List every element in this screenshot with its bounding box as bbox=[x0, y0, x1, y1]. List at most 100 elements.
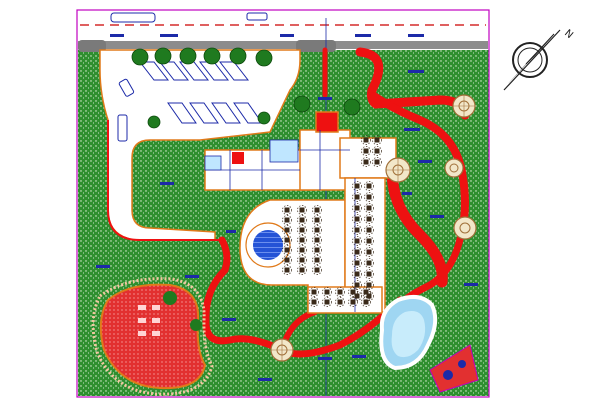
chair-ring bbox=[309, 297, 319, 307]
chair-ring bbox=[364, 214, 374, 224]
path-east-arc bbox=[370, 92, 469, 234]
annotation-labels bbox=[96, 34, 478, 381]
chair-ring bbox=[322, 297, 332, 307]
table-seating-icon bbox=[284, 247, 290, 253]
table-seating-icon bbox=[374, 137, 380, 143]
bus-symbol bbox=[110, 12, 156, 23]
chair-ring bbox=[372, 135, 382, 145]
chair-ring bbox=[361, 157, 371, 167]
table-seating-icon bbox=[337, 289, 343, 295]
table-seating-icon bbox=[366, 227, 372, 233]
chair-ring bbox=[352, 291, 362, 301]
access-road-border bbox=[107, 120, 220, 241]
table-seating-icon bbox=[366, 249, 372, 255]
chair-ring bbox=[352, 269, 362, 279]
plaza-seating bbox=[138, 305, 160, 336]
plaza-planter bbox=[190, 319, 202, 331]
table-seating-icon bbox=[363, 137, 369, 143]
chair-ring bbox=[364, 291, 374, 301]
chair-ring bbox=[352, 181, 362, 191]
table-seating-icon bbox=[354, 282, 360, 288]
chair-ring bbox=[312, 265, 322, 275]
tree-icon bbox=[255, 49, 273, 67]
chair-ring bbox=[364, 280, 374, 290]
north-label: N bbox=[562, 28, 575, 41]
table-seating-icon bbox=[366, 205, 372, 211]
chair-ring bbox=[312, 225, 322, 235]
table-seating-icon bbox=[350, 299, 356, 305]
table-seating-icon bbox=[284, 267, 290, 273]
chair-ring bbox=[282, 225, 292, 235]
table-seating-icon bbox=[354, 293, 360, 299]
kiosk-icon bbox=[444, 158, 464, 178]
table-seating-icon bbox=[314, 217, 320, 223]
table-seating-icon bbox=[299, 237, 305, 243]
plaza-planter bbox=[163, 291, 177, 305]
parking-bay-icon bbox=[117, 114, 128, 142]
service-block bbox=[232, 152, 244, 164]
chair-ring bbox=[352, 203, 362, 213]
restaurant-seating bbox=[282, 135, 382, 307]
chair-ring bbox=[361, 135, 371, 145]
oval-plaza-rim bbox=[91, 277, 214, 396]
table-seating-icon bbox=[311, 289, 317, 295]
street-trees bbox=[131, 47, 361, 129]
parking-bay-icon bbox=[167, 102, 197, 124]
table-seating-icon bbox=[366, 216, 372, 222]
table-seating-icon bbox=[337, 299, 343, 305]
table-seating-icon bbox=[366, 282, 372, 288]
chair-ring bbox=[352, 236, 362, 246]
kiosk-icon bbox=[385, 157, 411, 183]
tree-icon bbox=[203, 47, 221, 65]
chair-ring bbox=[297, 215, 307, 225]
table-seating-icon bbox=[314, 227, 320, 233]
table-seating-icon bbox=[354, 194, 360, 200]
chair-ring bbox=[364, 258, 374, 268]
table-seating-icon bbox=[152, 318, 160, 323]
table-seating-icon bbox=[138, 318, 146, 323]
chair-ring bbox=[322, 287, 332, 297]
path-central-loop bbox=[386, 164, 448, 288]
table-seating-icon bbox=[299, 267, 305, 273]
chair-ring bbox=[282, 265, 292, 275]
table-seating-icon bbox=[284, 207, 290, 213]
table-seating-icon bbox=[366, 293, 372, 299]
tree-icon bbox=[229, 47, 247, 65]
chair-ring bbox=[282, 255, 292, 265]
chair-ring bbox=[364, 269, 374, 279]
chair-ring bbox=[352, 214, 362, 224]
north-entrance bbox=[315, 111, 339, 133]
parking-bays bbox=[117, 61, 263, 142]
chair-ring bbox=[361, 297, 371, 307]
table-seating-icon bbox=[311, 299, 317, 305]
table-seating-icon bbox=[354, 238, 360, 244]
tree-icon bbox=[257, 111, 271, 125]
chair-ring bbox=[361, 287, 371, 297]
chair-ring bbox=[352, 225, 362, 235]
lobby-block bbox=[204, 155, 222, 171]
parking-bay-icon bbox=[211, 102, 241, 124]
tree-icon bbox=[179, 47, 197, 65]
oval-plaza bbox=[99, 283, 207, 390]
chair-ring bbox=[348, 287, 358, 297]
table-seating-icon bbox=[363, 148, 369, 154]
terrace-south bbox=[307, 286, 383, 314]
table-seating-icon bbox=[299, 247, 305, 253]
table-seating-icon bbox=[299, 227, 305, 233]
chair-ring bbox=[364, 247, 374, 257]
chair-ring bbox=[348, 297, 358, 307]
car-symbol bbox=[246, 12, 268, 21]
table-seating-icon bbox=[138, 331, 146, 336]
table-seating-icon bbox=[284, 257, 290, 263]
table-seating-icon bbox=[299, 217, 305, 223]
chair-ring bbox=[364, 181, 374, 191]
chair-ring bbox=[312, 235, 322, 245]
chair-ring bbox=[352, 192, 362, 202]
chair-ring bbox=[297, 235, 307, 245]
tree-icon bbox=[293, 95, 311, 113]
table-seating-icon bbox=[363, 289, 369, 295]
chair-ring bbox=[352, 258, 362, 268]
table-seating-icon bbox=[366, 260, 372, 266]
chair-ring bbox=[364, 192, 374, 202]
